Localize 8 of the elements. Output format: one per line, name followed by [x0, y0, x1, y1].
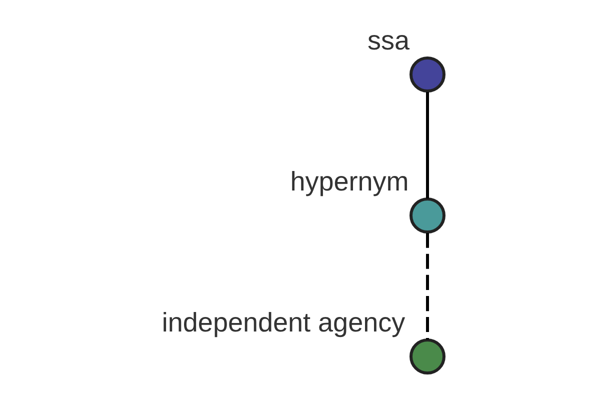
- connector: [426, 91, 429, 198]
- node-label: independent agency: [162, 307, 406, 338]
- node-circle: [410, 56, 446, 92]
- connector: [426, 232, 429, 340]
- node-label: hypernym: [290, 166, 409, 196]
- node-circle: [410, 338, 446, 374]
- node-label: ssa: [367, 25, 410, 56]
- node-circle: [410, 197, 446, 233]
